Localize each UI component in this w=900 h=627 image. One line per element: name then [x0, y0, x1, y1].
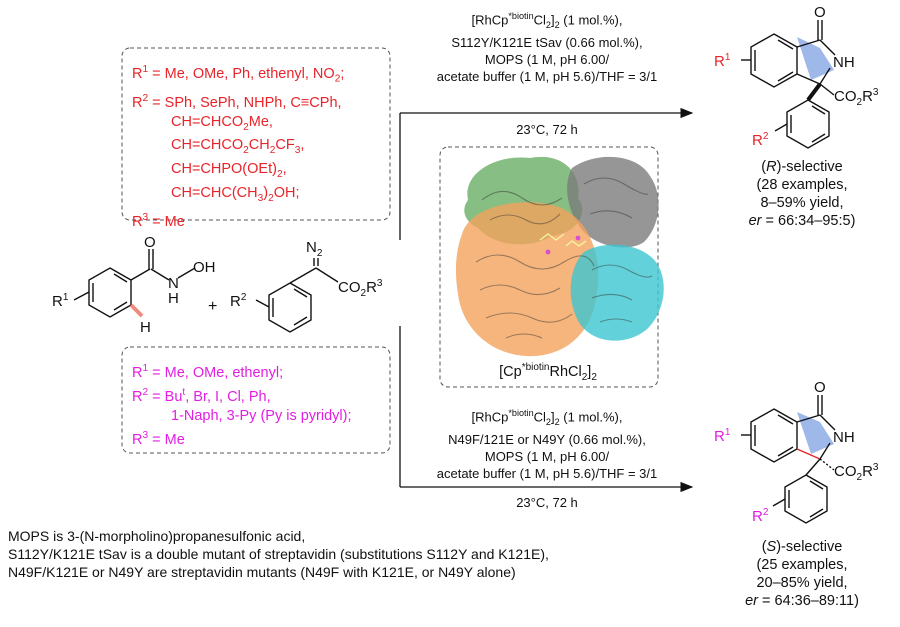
bottom-buffer-2: acetate buffer (1 M, pH 5.6)/THF = 3/1: [436, 465, 658, 481]
bottom-mutant: N49F/121E or N49Y (0.66 mol.%),: [448, 431, 646, 447]
r-result-text: (R)-selective (28 examples, 8–59% yield,…: [712, 158, 892, 230]
magenta-r1-line: R1 = Me, OMe, ethenyl;: [132, 363, 284, 381]
red-r2-line-c: CH=CHCO2CH2CF3,: [171, 137, 305, 157]
plus-sign: +: [208, 298, 217, 315]
top-conditions: [RhCp*biotinCl2]2 (1 mol.%), S112Y/K121E…: [404, 8, 690, 85]
red-r3-line: R3 = Me: [132, 212, 185, 230]
r-examples: (28 examples,: [756, 177, 848, 193]
s-product-ester-label: CO2R3: [834, 462, 879, 483]
r-product-r2-label: R2: [752, 131, 769, 149]
s-product-nh-label: NH: [833, 429, 855, 446]
red-r2-line-d: CH=CHPO(OEt)2,: [171, 161, 287, 181]
s-product-r2-label: R2: [752, 507, 769, 525]
red-substituent-panel: [121, 47, 391, 221]
s-er: er = 64:36–89:11): [745, 593, 859, 609]
s-product-labels: O NH CO2R3 R1 R2: [714, 379, 879, 525]
bottom-reaction-arrow: [399, 326, 694, 493]
top-temp-time: 23°C, 72 h: [516, 122, 578, 137]
note-s112y: S112Y/K121E tSav is a double mutant of s…: [8, 546, 549, 562]
top-reaction-arrow: [399, 107, 694, 240]
magenta-r3-line: R3 = Me: [132, 429, 185, 448]
r-product-structure: [741, 20, 836, 149]
r2-reactant-label: R2: [230, 292, 247, 310]
n2-label: N2: [306, 239, 323, 259]
red-r2-line-e: CH=CHC(CH3)2OH;: [171, 185, 300, 205]
r-selectivity: (R)-selective: [761, 159, 843, 175]
s-yield: 20–85% yield,: [756, 575, 848, 591]
hydroxamic-acid-labels: O N H OH H R1: [52, 234, 216, 336]
amide-n-label: N: [168, 275, 179, 292]
bottom-catalyst: [RhCp*biotinCl2]2 (1 mol.%),: [471, 408, 623, 427]
protein-panel: [439, 146, 659, 388]
carbonyl-o-label: O: [144, 234, 156, 251]
top-buffer-2: acetate buffer (1 M, pH 5.6)/THF = 3/1: [436, 68, 658, 84]
s-product-r1-label: R1: [714, 427, 731, 445]
r1-reactant-label: R1: [52, 292, 69, 310]
r-product-nh-label: NH: [833, 54, 855, 71]
magenta-r2-line: R2 = But, Br, I, Cl, Ph,: [132, 386, 271, 405]
top-mutant: S112Y/K121E tSav (0.66 mol.%),: [451, 34, 643, 50]
hydroxyl-label: OH: [193, 259, 216, 276]
streptavidin-protein-image: [455, 156, 664, 357]
bottom-buffer-1: MOPS (1 M, pH 6.00/: [484, 448, 610, 464]
amide-h-label: H: [168, 290, 179, 307]
hydroxamic-acid-structure: [73, 249, 196, 318]
s-product-structure: [741, 395, 836, 524]
s-product-o-label: O: [814, 379, 826, 396]
magenta-substituent-panel: [121, 346, 391, 454]
diazo-compound-structure: [255, 258, 339, 333]
red-r2-line-b: CH=CHCO2Me,: [171, 113, 273, 133]
top-catalyst: [RhCp*biotinCl2]2 (1 mol.%),: [471, 11, 623, 30]
diazo-labels: N2 CO2R3 R2: [230, 239, 383, 310]
bottom-conditions: [RhCp*biotinCl2]2 (1 mol.%), N49F/121E o…: [404, 405, 690, 482]
red-panel-text: R1 = Me, OMe, Ph, ethenyl, NO2; R2 = SPh…: [132, 60, 344, 232]
note-n49f: N49F/K121E or N49Y are streptavidin muta…: [8, 564, 516, 580]
r-product-o-label: O: [814, 4, 826, 21]
red-r2-line: R2 = SPh, SePh, NHPh, C≡CPh,: [132, 92, 342, 111]
red-r1-line: R1 = Me, OMe, Ph, ethenyl, NO2;: [132, 64, 345, 85]
s-examples: (25 examples,: [756, 557, 848, 573]
r-yield: 8–59% yield,: [760, 195, 844, 211]
r-er: er = 66:34–95:5): [748, 213, 856, 229]
footnotes: MOPS is 3-(N-morpholino)propanesulfonic …: [8, 527, 549, 581]
s-result-text: (S)-selective (25 examples, 20–85% yield…: [712, 538, 892, 610]
ortho-h-label: H: [140, 319, 151, 336]
s-selectivity: (S)-selective: [761, 539, 843, 555]
top-buffer-1: MOPS (1 M, pH 6.00/: [484, 51, 610, 67]
protein-label: [Cp*biotinRhCl2]2: [499, 362, 597, 383]
r-product-r1-label: R1: [714, 52, 731, 70]
r-product-labels: O NH CO2R3 R1 R2: [714, 4, 879, 149]
ester-label: CO2R3: [338, 278, 383, 299]
magenta-panel-text: R1 = Me, OMe, ethenyl; R2 = But, Br, I, …: [132, 359, 352, 449]
note-mops: MOPS is 3-(N-morpholino)propanesulfonic …: [8, 528, 306, 544]
r-product-ester-label: CO2R3: [834, 87, 879, 108]
bottom-temp-time: 23°C, 72 h: [516, 495, 578, 510]
magenta-r2-line-b: 1-Naph, 3-Py (Py is pyridyl);: [171, 407, 352, 424]
